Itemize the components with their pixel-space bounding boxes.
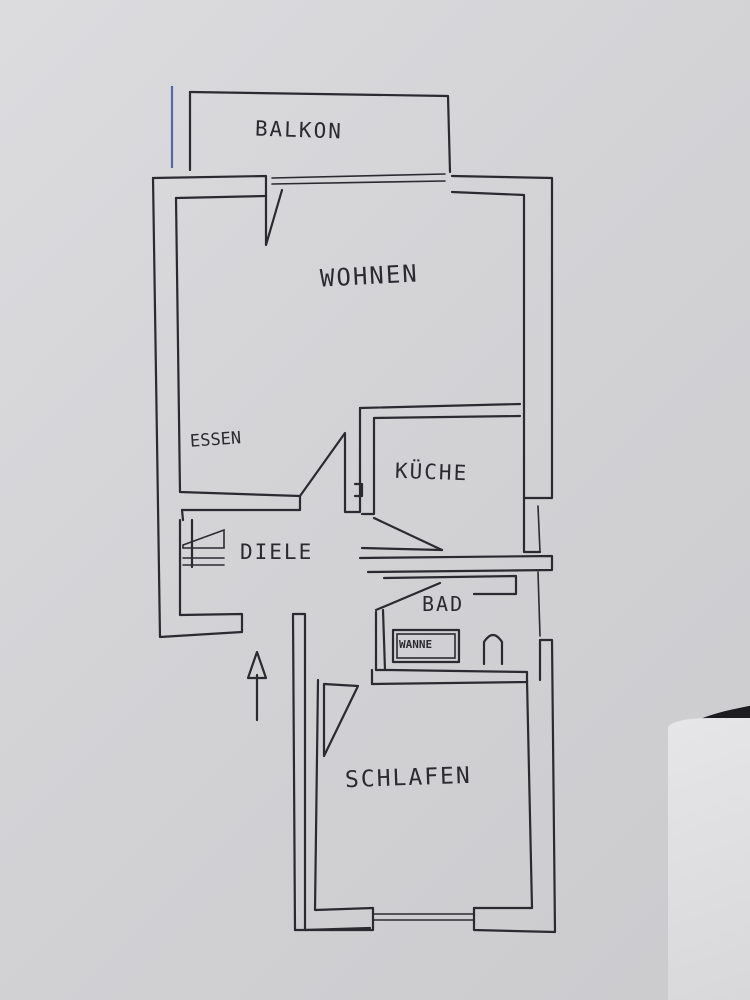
living-room-walls [151, 174, 554, 639]
toilet-icon [482, 633, 504, 666]
bedroom-door-swing [322, 682, 360, 758]
balcony-outline [170, 86, 452, 185]
schlafen-label: SCHLAFEN [344, 762, 473, 794]
bedroom-walls [291, 612, 557, 934]
essen-label: ESSEN [189, 428, 242, 452]
paper-corner [668, 718, 750, 1000]
kitchen-walls [343, 402, 554, 574]
entrance-arrow-icon [246, 650, 268, 722]
bad-label: BAD [422, 592, 465, 616]
wanne-label: WANNE [399, 638, 433, 651]
diele-door-swing [298, 431, 347, 498]
living-door-swing [264, 188, 284, 247]
bathtub [391, 628, 461, 664]
diele-label: DIELE [240, 540, 314, 564]
diele-walls [178, 518, 244, 634]
balkon-label: BALKON [254, 116, 344, 144]
kueche-label: KÜCHE [394, 458, 469, 486]
wohnen-label: WOHNEN [319, 259, 420, 293]
bathroom-walls [370, 571, 541, 686]
